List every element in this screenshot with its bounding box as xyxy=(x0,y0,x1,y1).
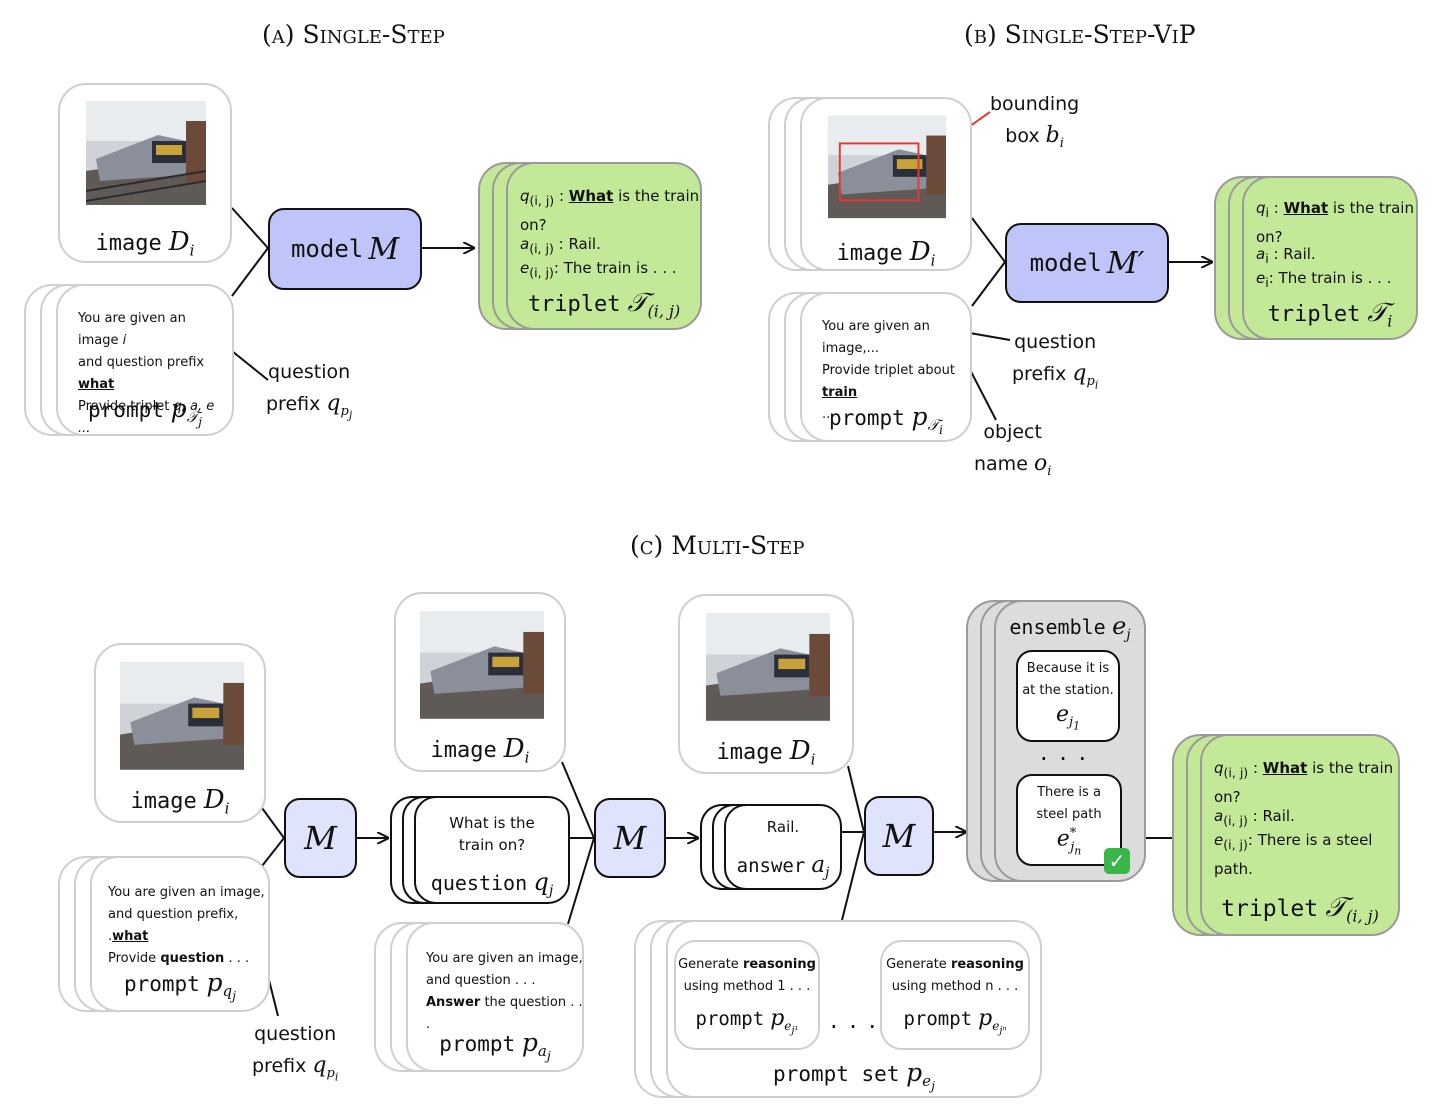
prompt-card-b: You are given an image,... Provide tripl… xyxy=(800,292,972,442)
image-label-c3: image Di xyxy=(716,736,816,769)
prompt-set-card: Generate reasoning using method 1 . . . … xyxy=(666,920,1042,1098)
edge-a-prompt-model xyxy=(231,247,269,297)
train-photo xyxy=(420,610,544,720)
image-card-a: image Di xyxy=(58,83,232,263)
triplet-a-b: ai : Rail. xyxy=(1256,245,1316,266)
prompt-text-b: You are given an image,... Provide tripl… xyxy=(822,319,955,422)
reasoning-prompt-n: Generate reasoning using method n . . . … xyxy=(880,940,1030,1050)
answer-text: Rail. xyxy=(766,818,800,836)
answer-card: Rail. answer aj xyxy=(724,804,842,890)
triplet-card-c: q(i, j) : What is the train on? a(i, j) … xyxy=(1200,734,1400,936)
ensemble-label: ensemble ej xyxy=(1009,612,1131,643)
triplet-e-a: e(i, j): The train is . . . xyxy=(520,259,677,280)
checkmark-icon: ✓ xyxy=(1104,848,1130,874)
question-text: What is the train on? xyxy=(449,814,535,854)
triplet-a-c: a(i, j) : Rail. xyxy=(1214,807,1295,828)
prompt-text-a: You are given an image i and question pr… xyxy=(78,311,215,436)
question-label: question qj xyxy=(430,868,554,899)
image-card-c2: image Di xyxy=(394,592,566,772)
question-card: What is the train on? question qj xyxy=(414,796,570,904)
prompt-card-c-answer: You are given an image, and question . .… xyxy=(406,922,584,1072)
question-prefix-note-c: question prefix qpi xyxy=(252,1023,339,1084)
edge-c-promptset-m3 xyxy=(841,831,865,921)
prompt-set-ellipsis: . . . xyxy=(830,1006,879,1034)
panel-b-title: (b) Single-Step-ViP xyxy=(964,20,1196,49)
edge-c-image-m1 xyxy=(261,807,285,839)
model-box-c3: M xyxy=(864,796,934,876)
train-photo xyxy=(706,612,830,722)
triplet-q-a: q(i, j) : What is the train on? xyxy=(520,187,700,234)
answer-label: answer aj xyxy=(736,852,830,881)
triplet-card-b: qi : What is the train on? ai : Rail. ei… xyxy=(1242,176,1418,340)
object-name-note: object name oi xyxy=(974,421,1052,479)
image-label-c1: image Di xyxy=(130,785,230,818)
edge-b-prompt-model xyxy=(971,261,1006,307)
image-card-c3: image Di xyxy=(678,594,854,774)
prompt-text-c-question: You are given an image, and question pre… xyxy=(108,885,265,966)
triplet-e-b: ei: The train is . . . xyxy=(1256,269,1392,290)
prompt-label-a: prompt p𝒯j xyxy=(88,394,202,430)
prompt-label-c-question: prompt pqj xyxy=(123,968,237,1004)
edge-a-image-model xyxy=(231,207,269,249)
prompt-text-c-answer: You are given an image, and question . .… xyxy=(426,951,583,1032)
question-prefix-note-b: question prefix qpi xyxy=(1012,331,1099,392)
image-label-c2: image Di xyxy=(430,734,530,767)
triplet-a-a: a(i, j) : Rail. xyxy=(520,235,601,256)
triplet-label-b: triplet 𝒯i xyxy=(1267,298,1393,331)
prompt-card-c-question: You are given an image, and question pre… xyxy=(90,856,270,1012)
train-photo xyxy=(86,101,206,205)
triplet-q-c: q(i, j) : What is the train on? xyxy=(1214,759,1394,806)
image-label-a: image Di xyxy=(95,227,195,260)
edge-c-image-m3 xyxy=(847,765,865,833)
model-box-c1: M xyxy=(284,798,357,878)
bounding-box-note: bounding box bi xyxy=(990,93,1080,151)
ensemble-ellipsis: . . . xyxy=(1040,738,1089,766)
edge-c-image-m2 xyxy=(561,761,595,839)
triplet-e-c: e(i, j): There is a steel path. xyxy=(1214,831,1373,878)
image-card-b: image Di xyxy=(800,97,972,271)
image-label-b: image Di xyxy=(836,237,936,270)
model-box-a: model M xyxy=(268,208,422,290)
triplet-card-a: q(i, j) : What is the train on? a(i, j) … xyxy=(506,162,702,330)
model-box-b: model M′ xyxy=(1005,223,1169,303)
image-card-c1: image Di xyxy=(94,643,266,823)
prompt-label-b: prompt p𝒯i xyxy=(828,402,944,438)
train-photo xyxy=(120,661,244,771)
edge-c-prompt-m1 xyxy=(261,837,285,867)
ensemble-explanation-1: Because it is at the station. ej1 xyxy=(1016,650,1120,742)
prompt-set-label: prompt set pej xyxy=(773,1058,935,1094)
panel-c-title: (c) Multi-Step xyxy=(630,531,805,560)
model-box-c2: M xyxy=(594,798,666,878)
triplet-q-b: qi : What is the train on? xyxy=(1256,199,1414,246)
edge-c-prompt-m2 xyxy=(567,837,595,925)
triplet-label-c: triplet 𝒯(i, j) xyxy=(1221,892,1379,926)
question-prefix-note-a: question prefix qpj xyxy=(266,361,353,422)
edge-b-image-model xyxy=(971,217,1006,263)
triplet-label-a: triplet 𝒯(i, j) xyxy=(527,288,681,321)
prompt-card-a: You are given an image i and question pr… xyxy=(56,284,234,436)
train-photo xyxy=(828,115,946,219)
reasoning-prompt-1: Generate reasoning using method 1 . . . … xyxy=(674,940,820,1050)
ensemble-card: ensemble ej Because it is at the station… xyxy=(994,600,1146,882)
prompt-label-c-answer: prompt paj xyxy=(439,1028,551,1064)
panel-a-title: (a) Single-Step xyxy=(262,20,445,49)
